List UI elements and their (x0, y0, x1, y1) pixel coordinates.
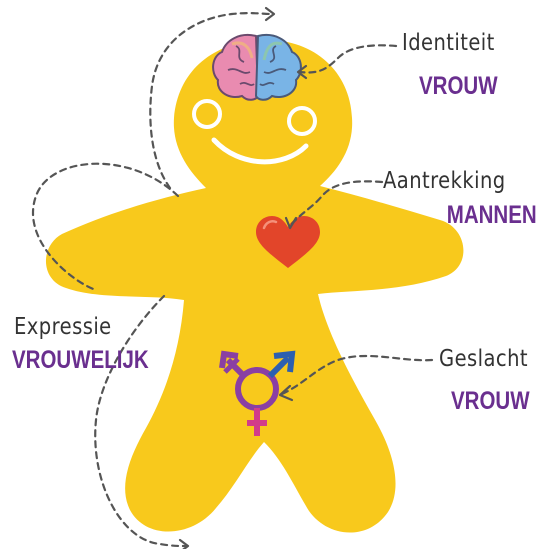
label-aantrekking-value: MANNEN (447, 203, 537, 228)
label-geslacht-title: Geslacht (439, 348, 528, 371)
label-geslacht-value: VROUW (451, 389, 530, 414)
label-identiteit-value: VROUW (419, 74, 498, 99)
label-aantrekking-title: Aantrekking (383, 170, 506, 193)
label-expressie-value: VROUWELIJK (12, 348, 149, 373)
label-expressie-title: Expressie (14, 316, 112, 339)
label-identiteit-title: Identiteit (402, 32, 495, 55)
brain-icon (213, 35, 301, 100)
gingerbread-body (46, 40, 463, 533)
